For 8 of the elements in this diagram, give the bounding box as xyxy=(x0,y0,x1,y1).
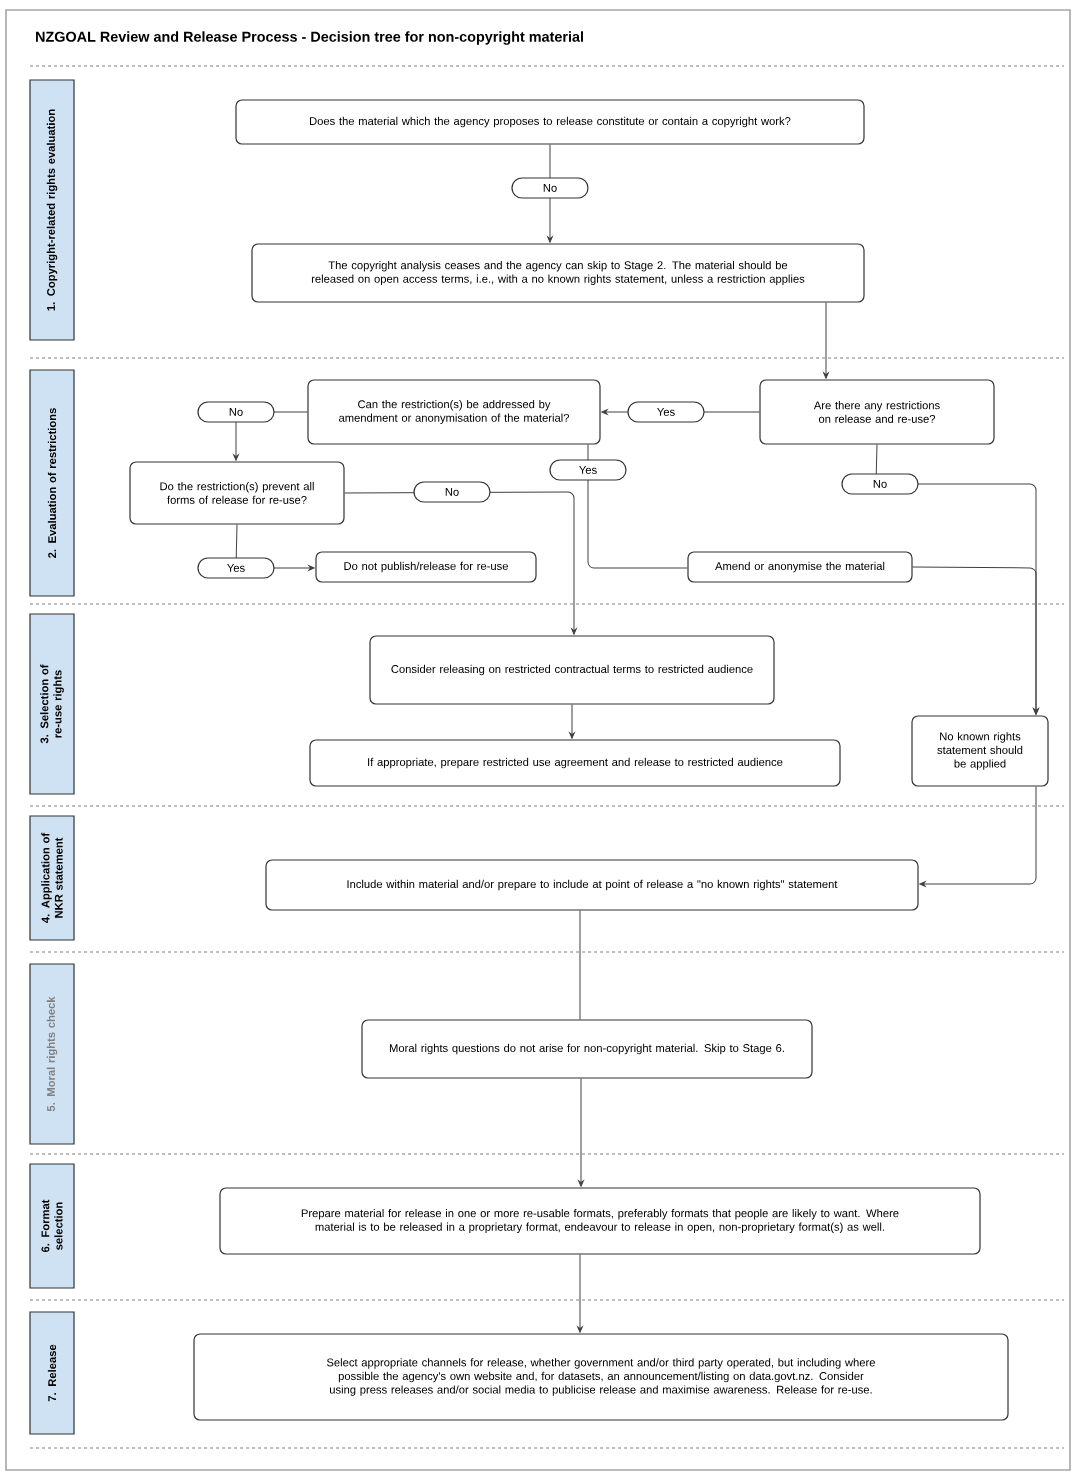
connector xyxy=(587,444,688,569)
connector xyxy=(579,910,581,1020)
connector xyxy=(919,786,1037,887)
connector xyxy=(823,302,829,379)
connector xyxy=(577,1254,583,1333)
connector xyxy=(578,1078,584,1187)
connector xyxy=(912,566,1039,715)
connector xyxy=(569,704,575,739)
